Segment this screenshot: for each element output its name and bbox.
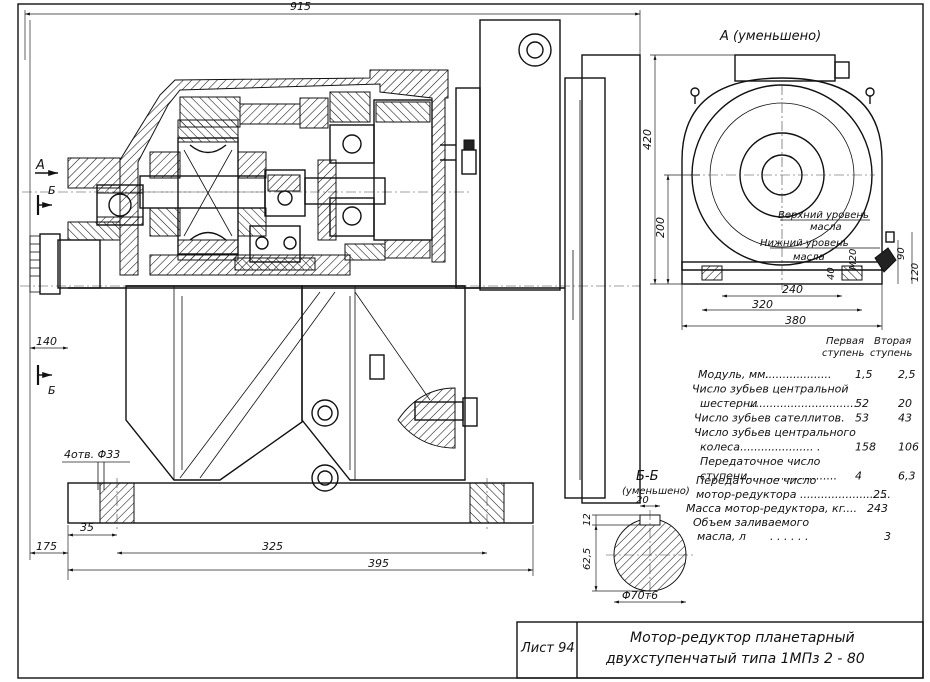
- oil-volume-value: 3: [884, 530, 891, 543]
- dim-left-offset: 175: [36, 540, 57, 553]
- oil-lower-label-2: масла: [793, 252, 825, 263]
- arrow-b-top-label: Б: [48, 184, 56, 197]
- title-line-2: двухступенчатый типа 1МПз 2 - 80: [605, 651, 865, 667]
- spec-row-dots: ...............................: [749, 397, 857, 410]
- sheet-frame: [17, 3, 924, 679]
- oil-volume-label-2: масла, л: [697, 530, 746, 543]
- spec-row-label: Число зубьев центральной: [692, 383, 849, 396]
- oil-lower-label-1: Нижний уровень: [760, 238, 849, 249]
- spec-row-label: Модуль, мм.: [698, 368, 769, 381]
- dim-foot-380: 380: [785, 314, 806, 327]
- title-block: Лист 94 Мотор-редуктор планетарный двухс…: [516, 621, 924, 679]
- ratio-dots: ..........................: [800, 488, 891, 501]
- dim-keyway-depth: 12: [582, 513, 593, 526]
- oil-volume-label-1: Объем заливаемого: [693, 516, 809, 529]
- spec-row-value-stage2: 6,3: [898, 470, 916, 483]
- dim-flange-width: 140: [36, 335, 57, 348]
- arrow-b-bottom-label: Б: [48, 384, 56, 397]
- spec-row-value-stage2: 43: [898, 412, 912, 425]
- mass-value: 243: [867, 502, 888, 515]
- dim-bolt-spacing: 325: [262, 540, 283, 553]
- dim-40: 40: [826, 267, 837, 280]
- dim-m20: M20: [848, 249, 859, 270]
- spec-row-value-stage1: 52: [855, 397, 869, 410]
- spec-row-label: шестерни: [700, 397, 757, 410]
- dim-base-length: 395: [368, 557, 389, 570]
- spec-header-2b: ступень: [870, 348, 912, 359]
- oil-upper-label-1: Верхний уровень: [778, 210, 869, 221]
- dim-bolt-to-edge: 35: [80, 521, 94, 534]
- mass-dots: ....: [843, 502, 857, 515]
- dim-foot-320: 320: [752, 298, 773, 311]
- sheet-number: Лист 94: [520, 641, 575, 656]
- dim-shaft-diameter: Φ70т6: [622, 589, 658, 602]
- spec-row-label: ступени: [700, 470, 747, 483]
- view-a-title: A (уменьшено): [719, 29, 821, 44]
- section-bb: Б-Б (уменьшено) 20 12 62,5 Φ70т6: [582, 469, 696, 604]
- ratio-label-1: Передаточное число: [696, 474, 817, 487]
- spec-row-dots: ...................: [765, 368, 831, 381]
- dim-foot-240: 240: [782, 283, 803, 296]
- spec-row-value-stage2: 2,5: [898, 368, 916, 381]
- dim-overall-length: 915: [290, 0, 311, 13]
- spec-row-value-stage1: 4: [855, 470, 862, 483]
- mass-label: Масса мотор-редуктора, кг: [686, 502, 845, 515]
- spec-header-1b: ступень: [822, 348, 864, 359]
- spec-row-dots: ...................... .: [737, 441, 821, 454]
- spec-row-value-stage1: 53: [855, 412, 869, 425]
- ratio-value: 25: [873, 488, 887, 501]
- spec-row-label: Число зубьев сателлитов: [694, 412, 841, 425]
- spec-row-value-stage1: 1,5: [855, 368, 873, 381]
- section-bb-title: Б-Б: [636, 469, 659, 484]
- spec-header-1a: Первая: [826, 336, 864, 347]
- spec-row-label: Число зубьев центрального: [694, 426, 856, 439]
- dim-total-height: 420: [641, 129, 654, 150]
- title-line-1: Мотор-редуктор планетарный: [630, 630, 855, 646]
- oil-volume-dots: . . . . . .: [770, 530, 808, 543]
- dim-shaft-depth: 62,5: [582, 548, 593, 570]
- dim-keyway-width: 20: [636, 495, 649, 506]
- main-section-view: 915 A Б Б 140 4отв. Φ33 35 175 325 395: [20, 0, 641, 580]
- dim-90: 90: [896, 247, 907, 260]
- spec-rows: Модуль, мм.................... 1,5 2,5Числ…: [692, 368, 919, 483]
- spec-row-label: колеса: [700, 441, 740, 454]
- oil-upper-label-2: масла: [810, 222, 842, 233]
- ratio-label-2: мотор-редуктора: [696, 488, 797, 501]
- spec-row-label: Передаточное число: [700, 455, 821, 468]
- dim-shaft-height: 200: [654, 217, 667, 238]
- spec-row-value-stage2: 20: [898, 397, 912, 410]
- arrow-a-label: A: [35, 158, 45, 173]
- spec-header-2a: Вторая: [874, 336, 911, 347]
- spec-row-dots: ...........................: [743, 470, 837, 483]
- section-bb-note: (уменьшено): [622, 486, 690, 497]
- spec-row-dots: ...: [834, 412, 845, 425]
- view-a: A (уменьшено) Верхний уровень масла Нижн…: [641, 29, 921, 330]
- dim-120: 120: [910, 263, 921, 282]
- spec-row-value-stage2: 106: [898, 441, 919, 454]
- spec-table: Первая ступень Вторая ступень Модуль, мм…: [686, 336, 919, 543]
- dim-holes: 4отв. Φ33: [64, 448, 120, 461]
- spec-row-value-stage1: 158: [855, 441, 876, 454]
